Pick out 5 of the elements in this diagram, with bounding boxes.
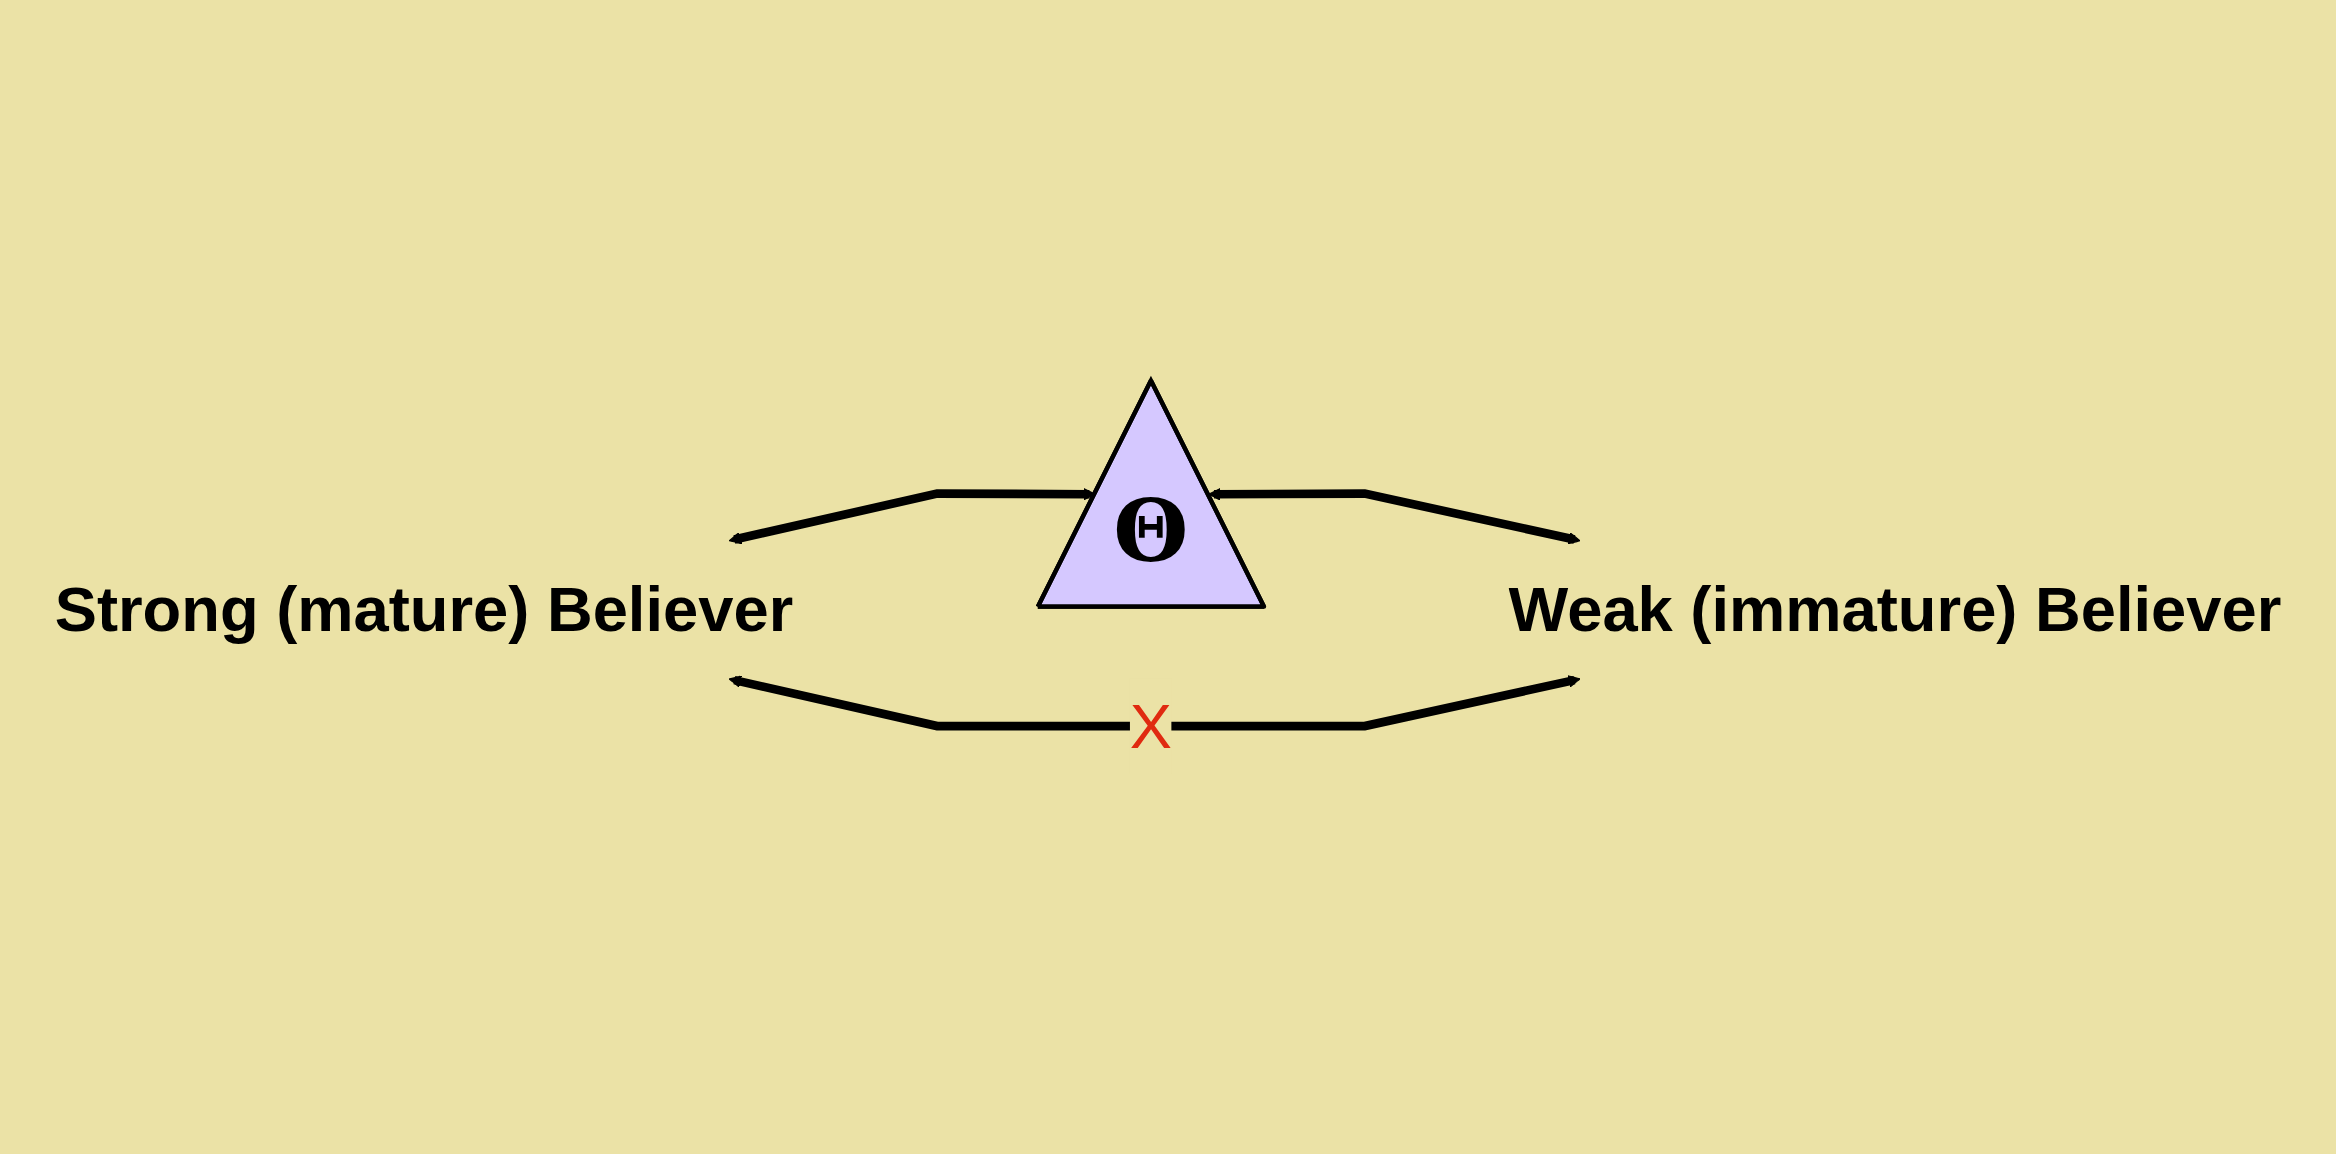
arrow: [728, 675, 1581, 731]
node-text: Weak (immature) Believer: [1508, 573, 2282, 645]
edge-label: X: [1129, 690, 1173, 761]
node-text: Strong (mature) Believer: [54, 573, 794, 645]
arrow: [1208, 487, 1581, 545]
